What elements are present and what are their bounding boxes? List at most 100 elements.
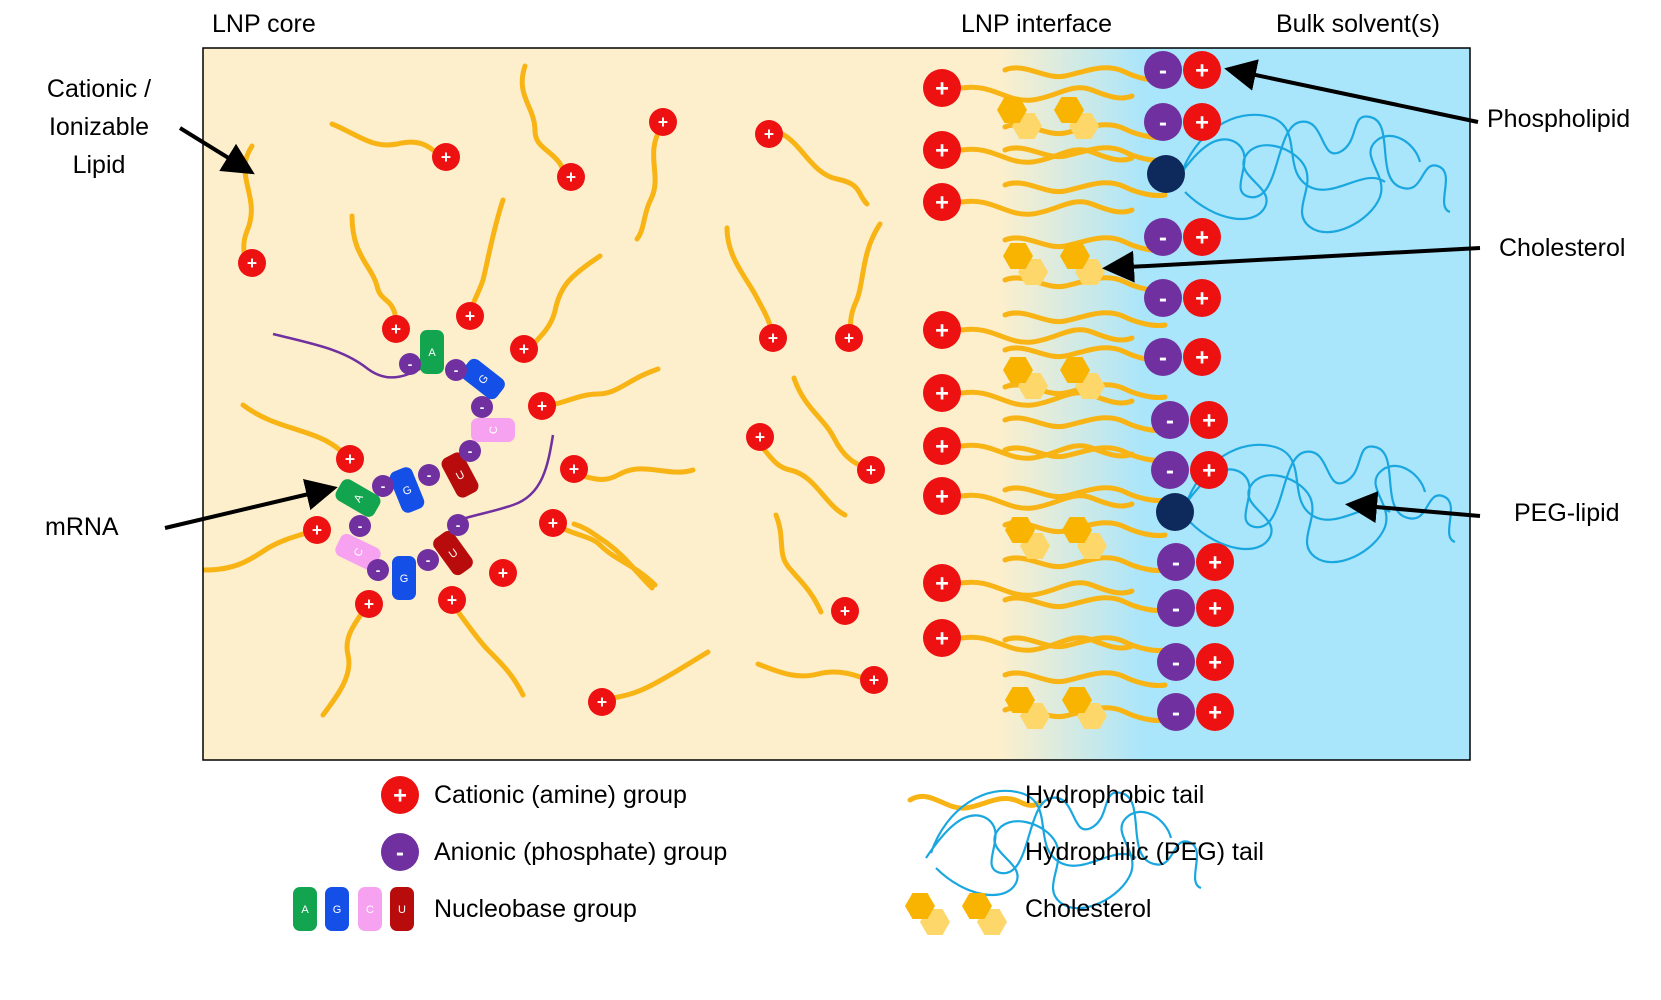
anionic-group [1157,589,1195,627]
hydrophobic-tail [634,121,666,242]
plus-sign: + [764,124,774,144]
cholesterol-ring [1060,357,1090,383]
plus-sign: + [1202,457,1216,484]
solvent-region [1143,48,1470,760]
hydrophobic-tail [1002,180,1168,198]
minus-sign: - [456,518,461,533]
region-label-interface: LNP interface [961,10,1113,38]
minus-sign: - [1166,407,1174,434]
plus-sign: + [393,782,407,809]
plus-sign: + [1208,595,1222,622]
nucleobase-letter: U [398,904,406,916]
cationic-group [1190,451,1228,489]
callout-arrow [1224,59,1479,124]
minus-sign: - [1159,57,1167,84]
nucleobase-G: G [325,887,349,931]
anionic-group [381,833,419,871]
hydrophobic-tail [551,520,658,588]
cholesterol-ring [1003,243,1033,269]
plus-sign: + [935,625,949,652]
hydrophobic-tail [959,492,1135,511]
cationic-group [746,423,774,451]
hydrophobic-tail [1002,145,1168,163]
minus-sign: - [426,553,431,568]
hydrophobic-tail [959,326,1135,345]
legend-label-hydrophobic: Hydrophobic tail [1025,781,1205,809]
cholesterol-ring [905,893,935,919]
plus-sign: + [1208,649,1222,676]
cationic-group [755,120,783,148]
nucleobase-C: C [335,533,381,571]
cholesterol-ring [1062,517,1092,543]
legend-tail [907,793,1043,811]
hydrophobic-tail [724,225,777,341]
callout-cholesterol: Cholesterol [1499,234,1626,262]
anionic-group [1157,693,1195,731]
legend-label-cationic: Cationic (amine) group [434,781,687,809]
plus-sign: + [935,75,949,102]
nucleobase-block [471,418,515,442]
minus-sign: - [381,479,386,494]
minus-sign: - [1166,457,1174,484]
cationic-group [649,108,677,136]
cationic-group [860,666,888,694]
cationic-group [759,324,787,352]
hydrophobic-tail [1002,235,1168,253]
minus-sign: - [468,444,473,459]
anionic-group [445,359,467,381]
anionic-group [471,396,493,418]
nucleobase-letter: A [301,904,309,916]
nucleobase-G: G [389,467,425,513]
cationic-group [438,586,466,614]
cationic-group [1183,103,1221,141]
nucleobase-block [392,556,416,600]
hydrophobic-tail [1002,485,1168,503]
hydrophobic-tail [755,661,878,685]
callout-cationic-lipid: Cationic / Ionizable Lipid [46,75,152,179]
minus-sign: - [1159,344,1167,371]
hydrophobic-tail [1002,445,1168,463]
nucleobase-letter: C [488,426,500,434]
cationic-group [528,392,556,420]
minus-sign: - [1159,109,1167,136]
minus-sign: - [454,363,459,378]
nucleobase-U: U [390,887,414,931]
cationic-group [923,477,961,515]
hydrophobic-tail [1002,310,1168,328]
head-groups: ++++++++++++++++++++++++++++++++-+-+-+-+… [238,51,1234,731]
cationic-group [539,509,567,537]
minus-sign: - [1172,699,1180,726]
cationic-group [1183,338,1221,376]
plus-sign: + [658,112,668,132]
minus-sign: - [427,468,432,483]
cationic-group [923,427,961,465]
cationic-group [1196,693,1234,731]
hydrophobic-tail [1002,670,1168,688]
plus-sign: + [755,427,765,447]
cationic-group [1183,51,1221,89]
plus-sign: + [548,513,558,533]
plus-sign: + [935,317,949,344]
cationic-group [1196,589,1234,627]
nucleobase-letter: C [366,904,374,916]
cholesterol-ring [1005,517,1035,543]
nucleobase-block [441,452,479,498]
hydrophobic-tail [959,442,1135,461]
cationic-group [1196,543,1234,581]
anionic-group [417,549,439,571]
legend-label-nucleobase: Nucleobase group [434,895,637,923]
minus-sign: - [408,357,413,372]
hydrophobic-tail [519,63,568,179]
hydrophobic-tail [329,121,442,158]
minus-sign: - [1172,549,1180,576]
anionic-group [1144,51,1182,89]
plus-sign: + [569,459,579,479]
hydrophobic-tail [959,579,1135,598]
cationic-group [1183,279,1221,317]
nucleobase-block [335,479,381,517]
plus-sign: + [1195,109,1209,136]
plus-sign: + [1195,344,1209,371]
